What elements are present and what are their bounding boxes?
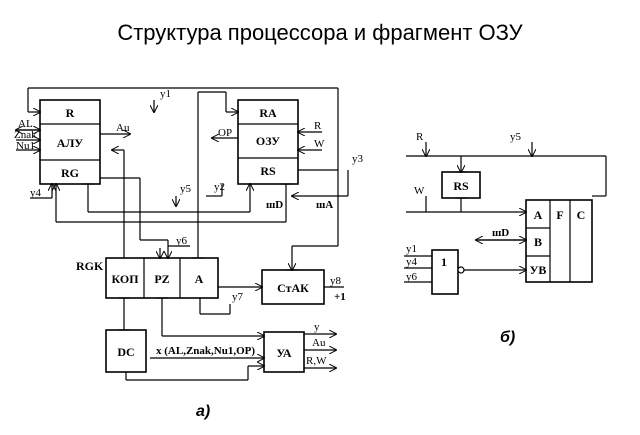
fig-a-wiring: [16, 87, 349, 381]
rgk-block: RGK КОП PZ A: [76, 257, 219, 299]
signal-y4: y4: [30, 187, 42, 199]
gate-inversion-bubble: [457, 266, 465, 274]
rgk-pz-field: PZ: [154, 272, 169, 286]
stak-block: СтАК: [261, 269, 325, 305]
dc-block: DC: [105, 329, 147, 373]
signal-y-out: y: [314, 321, 320, 333]
alu-block: R АЛУ RG: [39, 99, 101, 185]
cell-b-field: B: [534, 235, 542, 249]
fig-b-signal-r: R: [416, 131, 424, 143]
signal-au-out: Au: [312, 337, 326, 349]
fig-b-signal-w: W: [414, 185, 425, 197]
signal-x-input: x (AL,Znak,Nu1,OP): [156, 345, 255, 357]
ua-block: УА: [263, 331, 305, 373]
signal-op: OP: [218, 127, 232, 139]
fig-b-signal-y4: y4: [406, 256, 418, 268]
signal-au-alu: Au: [116, 122, 130, 134]
cell-uv-field: УВ: [530, 263, 547, 277]
signal-y5: y5: [180, 183, 192, 195]
fig-b-signal-y5: y5: [510, 131, 522, 143]
signal-al: AL: [18, 118, 33, 130]
signal-y2: y2: [214, 181, 225, 193]
rgk-label: RGK: [76, 259, 104, 273]
alu-r-register: R: [66, 106, 75, 120]
gate-label: 1: [441, 255, 447, 269]
rs-label: RS: [453, 179, 469, 193]
fig-b-signal-y6: y6: [406, 271, 418, 283]
ozu-rs-register: RS: [260, 164, 276, 178]
page-title: Структура процессора и фрагмент ОЗУ: [117, 20, 523, 45]
signal-y1: y1: [160, 88, 171, 100]
ozu-ra-register: RA: [259, 106, 277, 120]
signal-shd: шD: [266, 199, 283, 211]
alu-label: АЛУ: [57, 136, 84, 150]
fig-a-caption: а): [196, 403, 210, 420]
signal-y6: y6: [176, 235, 188, 247]
ozu-label: ОЗУ: [256, 134, 280, 148]
signal-y8: y8: [330, 275, 342, 287]
signal-y3: y3: [352, 153, 364, 165]
rgk-kop-field: КОП: [111, 272, 139, 286]
cell-c-field: C: [577, 208, 586, 222]
or-gate: [431, 249, 459, 295]
signal-nu1: Nu1: [16, 140, 35, 152]
signal-y7: y7: [232, 291, 244, 303]
signal-r: R: [314, 120, 322, 132]
signal-sha: шA: [316, 199, 333, 211]
rgk-a-field: A: [195, 272, 204, 286]
dc-label: DC: [117, 345, 134, 359]
signal-w: W: [314, 138, 325, 150]
cell-f-field: F: [556, 208, 563, 222]
signal-plus1: +1: [334, 291, 346, 303]
cell-a-field: A: [534, 208, 543, 222]
alu-rg-register: RG: [61, 166, 79, 180]
fig-a-signal-labels: AL Znak Nu1 Au y4 y1 OP R W y3 y2 y5 шD …: [14, 88, 364, 420]
ua-label: УА: [276, 346, 292, 360]
fig-b-caption: б): [500, 329, 515, 346]
signal-rw-out: R,W: [306, 355, 327, 367]
fig-b-signal-shd: шD: [492, 227, 509, 239]
ozu-block: RA ОЗУ RS: [237, 99, 299, 185]
signal-znak: Znak: [14, 129, 37, 141]
stak-label: СтАК: [277, 281, 309, 295]
fig-b: RS A B УВ F C 1 R y5 W: [404, 131, 607, 346]
fig-b-signal-y1: y1: [406, 243, 417, 255]
